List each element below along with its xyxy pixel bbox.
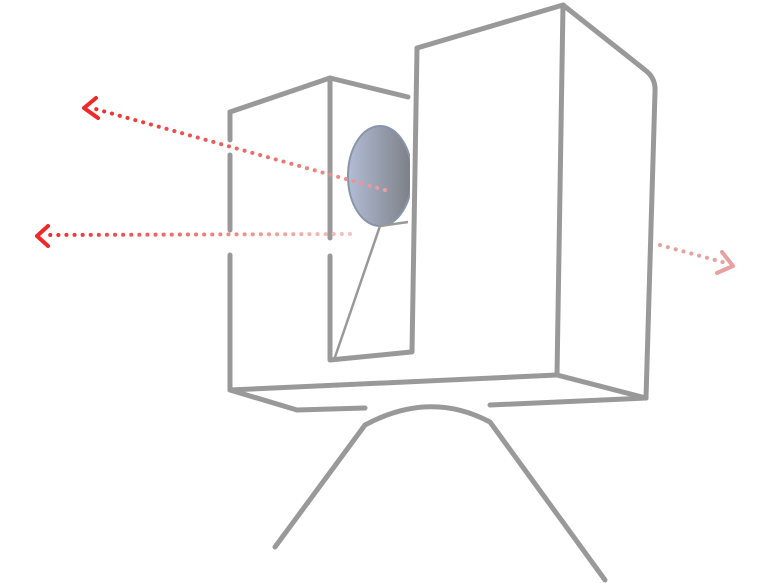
laser-beam-middle <box>35 224 352 248</box>
laser-beam-right <box>658 243 735 275</box>
tripod <box>272 404 608 583</box>
arrowhead-icon <box>35 224 50 248</box>
arrowhead-icon <box>82 96 100 120</box>
arrowhead-icon <box>715 250 735 275</box>
left-housing <box>227 75 414 393</box>
lens <box>332 125 410 361</box>
main-body <box>227 2 658 413</box>
laser-beam-upper <box>82 96 387 192</box>
